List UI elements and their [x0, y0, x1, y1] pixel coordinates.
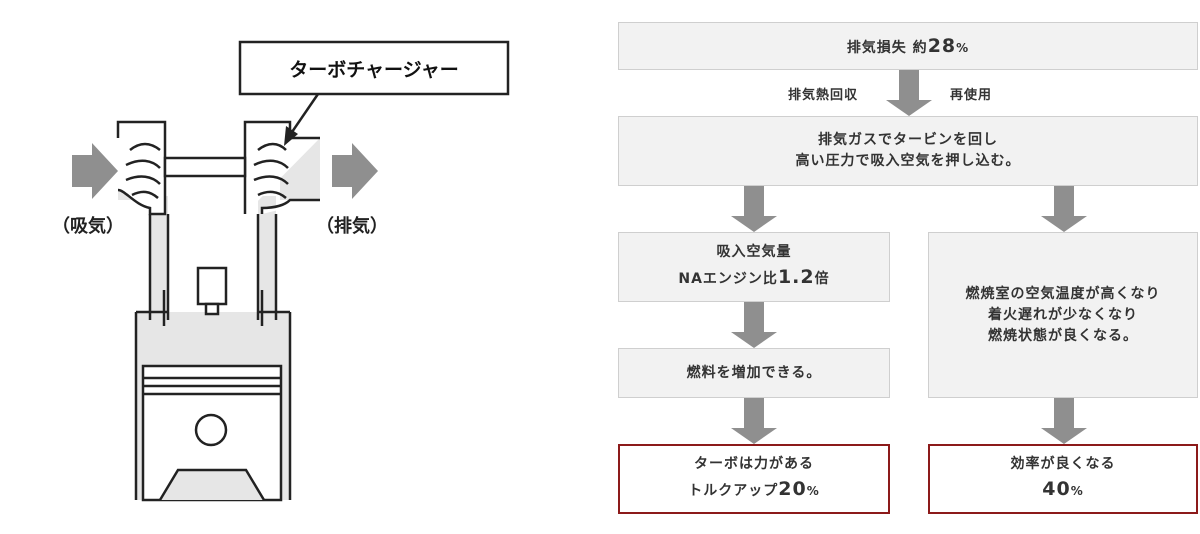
exhaust-arrow-icon: [332, 143, 378, 199]
exhaust-loss-unit: %: [956, 40, 970, 55]
torque-text: トルクアップ: [688, 483, 779, 500]
intake-air-line-1: 吸入空気量: [716, 244, 792, 261]
piston-icon: [141, 364, 283, 502]
fuel-text: 燃料を増加できる。: [686, 364, 822, 381]
turbine-line-2: 高い圧力で吸入空気を押し込む。: [795, 153, 1021, 169]
efficiency-result-box: 効率が良くなる 40%: [928, 444, 1198, 514]
heat-recovery-label: 排気熱回収: [788, 88, 859, 103]
combustion-line-3: 燃焼状態が良くなる。: [988, 327, 1138, 344]
reuse-label: 再使用: [950, 88, 993, 103]
torque-value: 20: [778, 478, 807, 501]
intake-arrow-icon: [72, 143, 118, 199]
callout-pointer-icon: [284, 126, 298, 146]
exhaust-loss-box: 排気損失 約28%: [618, 22, 1198, 70]
efficiency-unit: %: [1070, 484, 1084, 499]
exhaust-loss-value: 28: [927, 34, 957, 57]
turbine-box: 排気ガスでタービンを回し 高い圧力で吸入空気を押し込む。: [618, 116, 1198, 186]
engine-diagram: ターボチャージャー （吸気） （排気）: [52, 40, 510, 502]
intake-air-text: NAエンジン比: [678, 271, 778, 288]
efficiency-value: 40: [1042, 478, 1071, 501]
callout-box: [238, 40, 510, 96]
cylinder: [134, 266, 292, 500]
arrow-left-2-icon: [731, 302, 777, 348]
compressor-icon: [116, 120, 170, 320]
callout-label: ターボチャージャー: [289, 59, 458, 81]
efficiency-line-1: 効率が良くなる: [1010, 456, 1116, 473]
turbine-icon: [243, 120, 320, 320]
intake-label: （吸気）: [52, 215, 124, 237]
arrow-right-2-icon: [1041, 398, 1087, 444]
fuel-box: 燃料を増加できる。: [618, 348, 890, 398]
turbine-line-1: 排気ガスでタービンを回し: [818, 132, 998, 148]
turbo-shaft: [163, 156, 247, 178]
arrow-top-icon: [886, 70, 932, 116]
torque-unit: %: [806, 484, 820, 499]
intake-air-box: 吸入空気量 NAエンジン比1.2倍: [618, 232, 890, 302]
intake-air-value: 1.2: [777, 266, 815, 289]
combustion-line-1: 燃焼室の空気温度が高くなり: [965, 285, 1161, 302]
exhaust-loss-label: 排気損失 約: [846, 39, 928, 56]
arrow-left-3-icon: [731, 398, 777, 444]
combustion-box: 燃焼室の空気温度が高くなり 着火遅れが少なくなり 燃焼状態が良くなる。: [928, 232, 1198, 398]
arrow-left-1-icon: [731, 186, 777, 232]
arrow-right-1-icon: [1041, 186, 1087, 232]
exhaust-label: （排気）: [316, 215, 388, 237]
intake-air-unit: 倍: [814, 271, 830, 288]
torque-result-box: ターボは力がある トルクアップ20%: [618, 444, 890, 514]
torque-line-1: ターボは力がある: [693, 456, 814, 473]
combustion-line-2: 着火遅れが少なくなり: [988, 306, 1138, 323]
